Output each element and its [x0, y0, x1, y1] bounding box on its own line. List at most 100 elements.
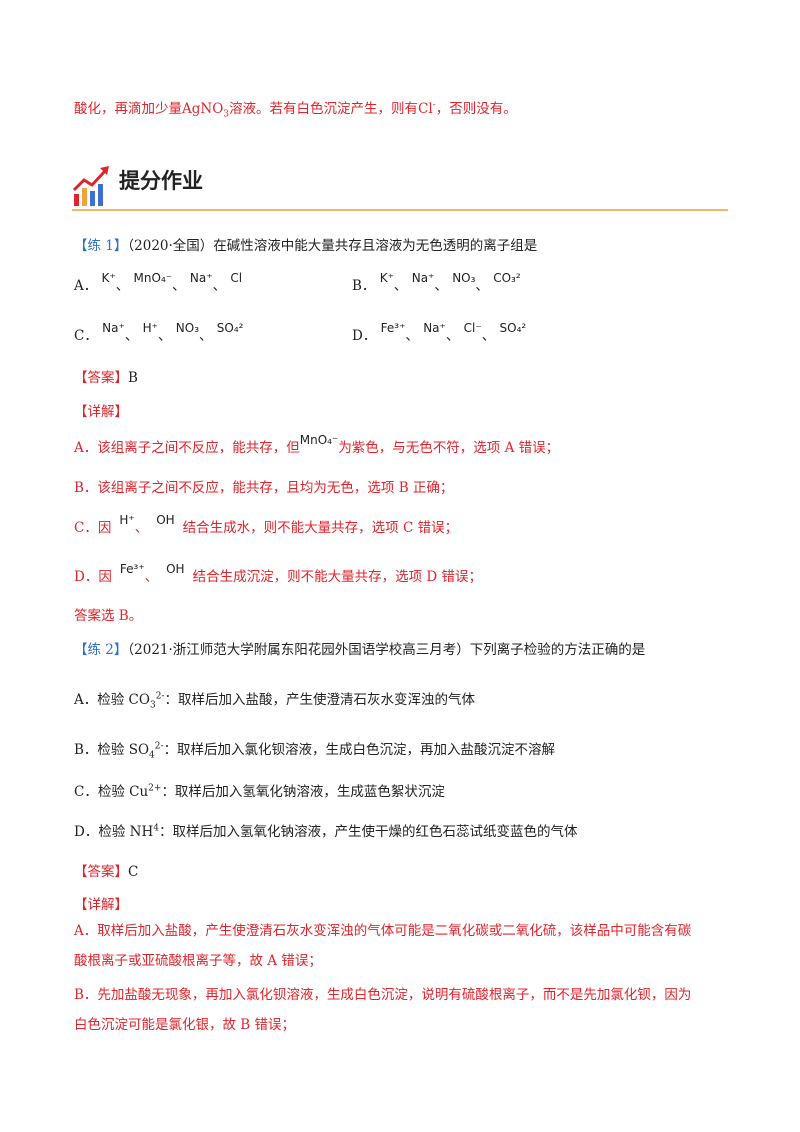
answer-value: B: [128, 370, 138, 386]
text: D．检验: [74, 824, 130, 840]
separator: 、: [445, 328, 460, 344]
ion: Na⁺: [102, 321, 125, 335]
q2-option-b: B．检验 SO42-：取样后加入氯化钡溶液，生成白色沉淀，再加入盐酸沉淀不溶解: [74, 740, 555, 760]
text: A．检验: [74, 692, 129, 708]
ion: H⁺: [119, 513, 135, 527]
section-rule: [72, 209, 728, 211]
ion: OH: [166, 562, 185, 576]
ion: Fe³⁺: [119, 562, 145, 576]
ion: SO₄²: [499, 321, 527, 335]
text: ：取样后加入氢氧化钠溶液，生成蓝色絮状沉淀: [161, 784, 445, 800]
q2-option-c: C．检验 Cu2+：取样后加入氢氧化钠溶液，生成蓝色絮状沉淀: [74, 782, 445, 802]
ion: Cl: [230, 271, 243, 285]
text: A．该组离子之间不反应，能共存，但: [74, 440, 300, 456]
ion: NO₃: [175, 321, 199, 335]
text: B．该组离子之间不反应，能共存，且均为无色，选项 B 正确；: [74, 480, 454, 496]
question-text: （2021·浙江师范大学附属东阳花园外国语学校高三月考）下列离子检验的方法正确的…: [127, 642, 646, 658]
answer-value: C: [128, 864, 139, 880]
text: 溶液。若有白色沉淀产生，则有: [229, 101, 419, 117]
ion: OH: [156, 513, 175, 527]
superscript: 2-: [154, 741, 164, 752]
ion: Cl⁻: [463, 321, 482, 335]
text: ：取样后加入盐酸，产生使澄清石灰水变浑浊的气体: [164, 692, 475, 708]
q2-explain-b-2: 白色沉淀可能是氯化银，故 B 错误；: [74, 1017, 296, 1033]
continuation-line: 酸化，再滴加少量AgNO3溶液。若有白色沉淀产生，则有Cl-，否则没有。: [74, 99, 517, 119]
question-tag: 【练 1】: [74, 238, 128, 254]
subscript: 3: [149, 700, 156, 711]
ion: K⁺: [379, 271, 394, 285]
q1-option-c: C． Na⁺、 H⁺、 NO₃、 SO₄²: [74, 321, 243, 346]
separator: 、: [405, 328, 419, 344]
ion: Na⁺: [189, 271, 213, 285]
q1-answer: 【答案】B: [74, 368, 138, 388]
q2-explain-a-1: A．取样后加入盐酸，产生使澄清石灰水变浑浊的气体可能是二氧化碳或二氧化硫，该样品…: [74, 923, 692, 939]
superscript: 2-: [155, 691, 165, 702]
answer-label: 【答案】: [74, 370, 128, 386]
q2-option-a: A．检验 CO32-：取样后加入盐酸，产生使澄清石灰水变浑浊的气体: [74, 690, 475, 710]
q2-explain-b-1: B．先加盐酸无现象，再加入氯化钡溶液，生成白色沉淀，说明有硫酸根离子，而不是先加…: [74, 987, 692, 1003]
formula: AgNO: [182, 101, 224, 117]
q2-explain-a-2: 酸根离子或亚硫酸根离子等，故 A 错误；: [74, 953, 322, 969]
q2-stem: 【练 2】（2021·浙江师范大学附属东阳花园外国语学校高三月考）下列离子检验的…: [74, 640, 645, 660]
text: ：取样后加入氯化钡溶液，生成白色沉淀，再加入盐酸沉淀不溶解: [163, 742, 556, 758]
superscript: 2+: [148, 783, 162, 794]
formula: CO: [128, 692, 150, 708]
text: B．检验: [74, 742, 129, 758]
q1-conclusion: 答案选 B。: [74, 608, 143, 624]
q1-explain-a: A．该组离子之间不反应，能共存，但MnO₄⁻为紫色，与无色不符，选项 A 错误；: [74, 433, 560, 458]
text: C．检验: [74, 784, 130, 800]
answer-label: 【答案】: [74, 864, 128, 880]
separator: 、: [157, 328, 172, 344]
section-header: 提分作业: [72, 160, 728, 214]
text: 结合生成水，则不能大量共存，选项 C 错误；: [182, 520, 459, 536]
q2-detail-label: 【详解】: [74, 897, 128, 913]
text: 酸化，再滴加少量: [74, 101, 182, 117]
q1-detail-label: 【详解】: [74, 404, 128, 420]
separator: 、: [115, 278, 130, 294]
q1-option-d: D． Fe³⁺、 Na⁺、 Cl⁻、 SO₄²: [352, 321, 526, 346]
formula: Cl: [418, 101, 433, 117]
formula: SO: [128, 742, 150, 758]
ion: NO₃: [452, 271, 476, 285]
subscript: 4: [149, 750, 155, 761]
q1-explain-b: B．该组离子之间不反应，能共存，且均为无色，选项 B 正确；: [74, 478, 453, 498]
superscript: 4: [153, 823, 159, 834]
q1-stem: 【练 1】（2020·全国）在碱性溶液中能大量共存且溶液为无色透明的离子组是: [74, 236, 537, 256]
option-letter: B．: [352, 278, 376, 294]
option-letter: C．: [74, 328, 98, 344]
ion: Na⁺: [411, 271, 435, 285]
option-letter: D．: [352, 328, 377, 344]
text: 为紫色，与无色不符，选项 A 错误；: [338, 440, 560, 456]
ion: H⁺: [142, 321, 158, 335]
ion: MnO₄⁻: [133, 271, 173, 285]
text: 结合生成沉淀，则不能大量共存，选项 D 错误；: [192, 569, 482, 585]
q1-option-a: A． K⁺、 MnO₄⁻、 Na⁺、 Cl: [74, 271, 242, 296]
q2-option-d: D．检验 NH4：取样后加入氢氧化钠溶液，产生使干燥的红色石蕊试纸变蓝色的气体: [74, 822, 577, 842]
separator: 、: [481, 328, 496, 344]
superscript: -: [432, 100, 436, 111]
ion: K⁺: [101, 271, 116, 285]
separator: 、: [212, 278, 227, 294]
question-tag: 【练 2】: [74, 642, 128, 658]
separator: 、: [434, 278, 448, 294]
growth-chart-icon: [72, 166, 109, 206]
ion: MnO₄⁻: [299, 433, 339, 447]
ion: SO₄²: [216, 321, 244, 335]
ion: CO₃²: [493, 271, 521, 285]
formula: NH: [129, 824, 154, 840]
separator: 、: [475, 278, 489, 294]
option-letter: A．: [74, 278, 98, 294]
section-title: 提分作业: [119, 169, 203, 193]
separator: 、: [134, 520, 149, 536]
formula: Cu: [129, 784, 149, 800]
separator: 、: [172, 278, 186, 294]
ion: Na⁺: [423, 321, 446, 335]
text: C．因: [74, 520, 112, 536]
text: ：取样后加入氢氧化钠溶液，产生使干燥的红色石蕊试纸变蓝色的气体: [158, 824, 578, 840]
q1-option-b: B． K⁺、 Na⁺、 NO₃、 CO₃²: [352, 271, 521, 296]
ion: Fe³⁺: [380, 321, 406, 335]
text: ，否则没有。: [435, 101, 517, 117]
separator: 、: [393, 278, 408, 294]
text: D．因: [74, 569, 112, 585]
